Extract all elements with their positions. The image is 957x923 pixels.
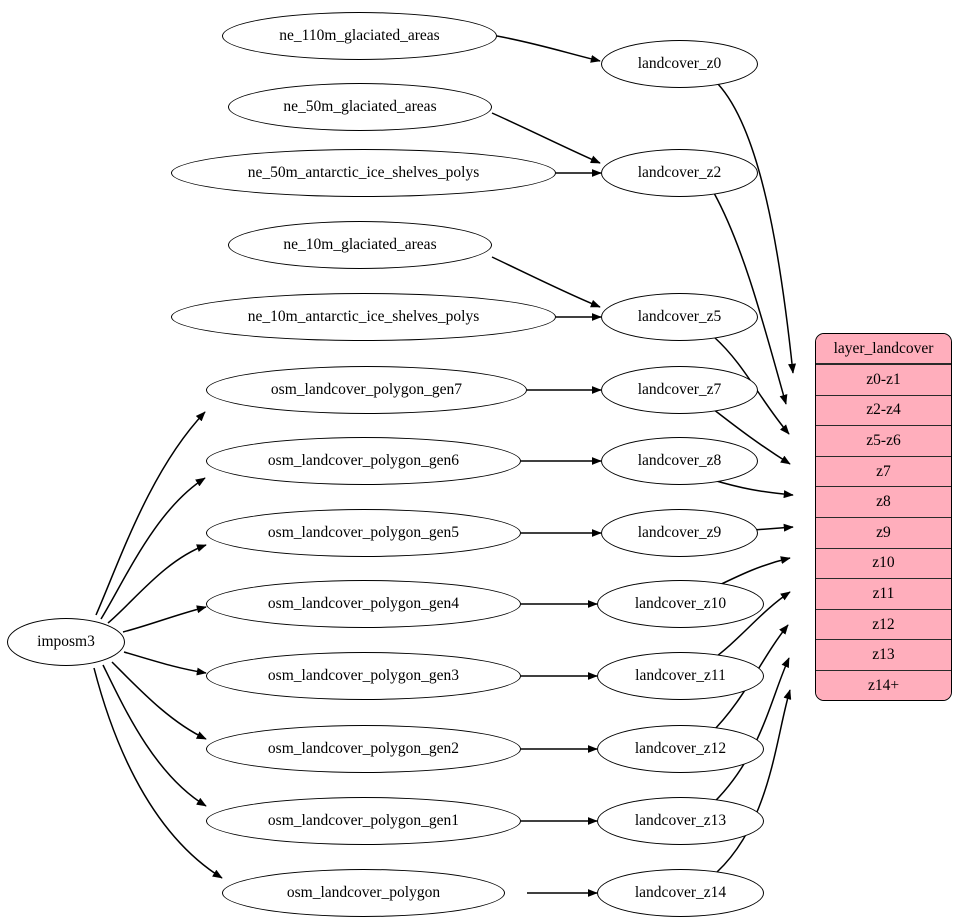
node-label: landcover_z2 bbox=[637, 164, 722, 181]
edge-z8-row4 bbox=[712, 479, 794, 499]
table-row-z14plus[interactable]: z14+ bbox=[816, 669, 951, 700]
node-label: landcover_z10 bbox=[634, 595, 727, 612]
node-landcover_z8[interactable]: landcover_z8 bbox=[601, 437, 758, 485]
table-cell-label: z5-z6 bbox=[866, 431, 901, 449]
table-cell-label: z2-z4 bbox=[866, 401, 901, 419]
node-osm_landcover_polygon_gen4[interactable]: osm_landcover_polygon_gen4 bbox=[206, 580, 521, 628]
table-row-z7[interactable]: z7 bbox=[816, 455, 951, 487]
layer-landcover-table[interactable]: layer_landcover z0-z1 z2-z4 z5-z6 z7 z8 … bbox=[815, 333, 952, 701]
table-cell-label: z0-z1 bbox=[866, 370, 901, 388]
table-row-z11[interactable]: z11 bbox=[816, 578, 951, 609]
table-cell-label: z9 bbox=[876, 523, 891, 541]
table-row-z5-z6[interactable]: z5-z6 bbox=[816, 425, 951, 456]
edge-ne50g-z2 bbox=[491, 112, 601, 164]
table-cell-label: z14+ bbox=[867, 676, 900, 694]
node-label: ne_10m_glaciated_areas bbox=[283, 236, 437, 253]
table-row-z8[interactable]: z8 bbox=[816, 486, 951, 517]
table-cell-label: z8 bbox=[876, 493, 891, 511]
node-ne_50m_glaciated_areas[interactable]: ne_50m_glaciated_areas bbox=[228, 83, 492, 131]
table-row-z13[interactable]: z13 bbox=[816, 639, 951, 670]
table-cell-label: z13 bbox=[872, 646, 895, 664]
node-landcover_z11[interactable]: landcover_z11 bbox=[597, 652, 764, 700]
edge-imposm3-gen1 bbox=[102, 664, 207, 807]
node-landcover_z14[interactable]: landcover_z14 bbox=[597, 869, 764, 917]
table-cell-label: z12 bbox=[872, 615, 895, 633]
edge-z14-row10 bbox=[708, 689, 792, 880]
node-label: landcover_z13 bbox=[634, 812, 727, 829]
node-ne_110m_glaciated_areas[interactable]: ne_110m_glaciated_areas bbox=[222, 12, 497, 60]
node-imposm3[interactable]: imposm3 bbox=[7, 618, 125, 666]
edge-z13-row9 bbox=[708, 657, 790, 808]
node-label: osm_landcover_polygon_gen4 bbox=[267, 595, 460, 612]
node-label: osm_landcover_polygon_gen2 bbox=[267, 740, 460, 757]
node-ne_10m_antarctic_ice_shelves_polys[interactable]: ne_10m_antarctic_ice_shelves_polys bbox=[171, 293, 556, 341]
table-cell-label: z10 bbox=[872, 554, 895, 572]
node-label: landcover_z12 bbox=[634, 740, 727, 757]
node-label: ne_50m_antarctic_ice_shelves_polys bbox=[247, 164, 480, 181]
edge-z0-row0 bbox=[717, 83, 797, 374]
node-label: landcover_z9 bbox=[637, 524, 722, 541]
node-label: ne_10m_antarctic_ice_shelves_polys bbox=[247, 308, 480, 325]
node-osm_landcover_polygon_gen1[interactable]: osm_landcover_polygon_gen1 bbox=[206, 797, 521, 845]
edge-imposm3-gen4 bbox=[122, 605, 207, 633]
node-osm_landcover_polygon[interactable]: osm_landcover_polygon bbox=[222, 869, 505, 917]
edge-ne110-z0 bbox=[496, 35, 601, 63]
node-label: osm_landcover_polygon_gen7 bbox=[270, 381, 463, 398]
node-label: ne_50m_glaciated_areas bbox=[283, 98, 437, 115]
table-row-z2-z4[interactable]: z2-z4 bbox=[816, 394, 951, 426]
table-header-row: layer_landcover bbox=[816, 334, 951, 364]
node-landcover_z2[interactable]: landcover_z2 bbox=[601, 149, 758, 197]
node-landcover_z12[interactable]: landcover_z12 bbox=[597, 725, 764, 773]
table-cell-label: z11 bbox=[872, 584, 895, 602]
node-ne_50m_antarctic_ice_shelves_polys[interactable]: ne_50m_antarctic_ice_shelves_polys bbox=[171, 149, 556, 197]
node-landcover_z9[interactable]: landcover_z9 bbox=[601, 509, 758, 557]
table-row-z12[interactable]: z12 bbox=[816, 608, 951, 640]
node-label: imposm3 bbox=[37, 633, 95, 650]
node-osm_landcover_polygon_gen6[interactable]: osm_landcover_polygon_gen6 bbox=[206, 437, 521, 485]
edge-imposm3-gen5 bbox=[107, 544, 207, 624]
node-landcover_z5[interactable]: landcover_z5 bbox=[601, 293, 758, 341]
node-label: osm_landcover_polygon_gen1 bbox=[267, 812, 460, 829]
node-label: landcover_z7 bbox=[637, 381, 722, 398]
node-label: landcover_z11 bbox=[635, 667, 726, 684]
node-label: osm_landcover_polygon_gen6 bbox=[267, 452, 460, 469]
node-landcover_z10[interactable]: landcover_z10 bbox=[597, 580, 764, 628]
edge-imposm3-gen3 bbox=[123, 651, 207, 676]
edge-imposm3-gen7 bbox=[95, 411, 206, 616]
node-label: landcover_z0 bbox=[637, 55, 722, 72]
node-landcover_z0[interactable]: landcover_z0 bbox=[601, 40, 758, 88]
node-label: landcover_z5 bbox=[637, 308, 722, 325]
edge-imposm3-gen2 bbox=[111, 661, 207, 740]
node-osm_landcover_polygon_gen2[interactable]: osm_landcover_polygon_gen2 bbox=[206, 725, 521, 773]
node-label: landcover_z8 bbox=[637, 452, 722, 469]
table-row-z10[interactable]: z10 bbox=[816, 547, 951, 579]
node-label: landcover_z14 bbox=[634, 884, 727, 901]
edge-ne10g-z5 bbox=[491, 256, 601, 308]
node-landcover_z7[interactable]: landcover_z7 bbox=[601, 366, 758, 414]
edge-z2-row1 bbox=[713, 192, 788, 405]
node-osm_landcover_polygon_gen7[interactable]: osm_landcover_polygon_gen7 bbox=[206, 366, 527, 414]
table-header-label: layer_landcover bbox=[833, 339, 934, 357]
table-row-z0-z1[interactable]: z0-z1 bbox=[816, 364, 951, 395]
table-cell-label: z7 bbox=[876, 462, 891, 480]
node-osm_landcover_polygon_gen5[interactable]: osm_landcover_polygon_gen5 bbox=[206, 509, 521, 557]
node-ne_10m_glaciated_areas[interactable]: ne_10m_glaciated_areas bbox=[228, 221, 492, 269]
node-label: osm_landcover_polygon_gen3 bbox=[267, 667, 460, 684]
edge-imposm3-gen6 bbox=[100, 477, 206, 620]
node-label: osm_landcover_polygon_gen5 bbox=[267, 524, 460, 541]
node-osm_landcover_polygon_gen3[interactable]: osm_landcover_polygon_gen3 bbox=[206, 652, 521, 700]
edge-imposm3-poly bbox=[93, 667, 223, 879]
table-row-z9[interactable]: z9 bbox=[816, 516, 951, 548]
node-label: osm_landcover_polygon bbox=[286, 884, 441, 901]
node-label: ne_110m_glaciated_areas bbox=[279, 27, 440, 44]
edge-z7-row3 bbox=[712, 408, 791, 465]
node-landcover_z13[interactable]: landcover_z13 bbox=[597, 797, 764, 845]
